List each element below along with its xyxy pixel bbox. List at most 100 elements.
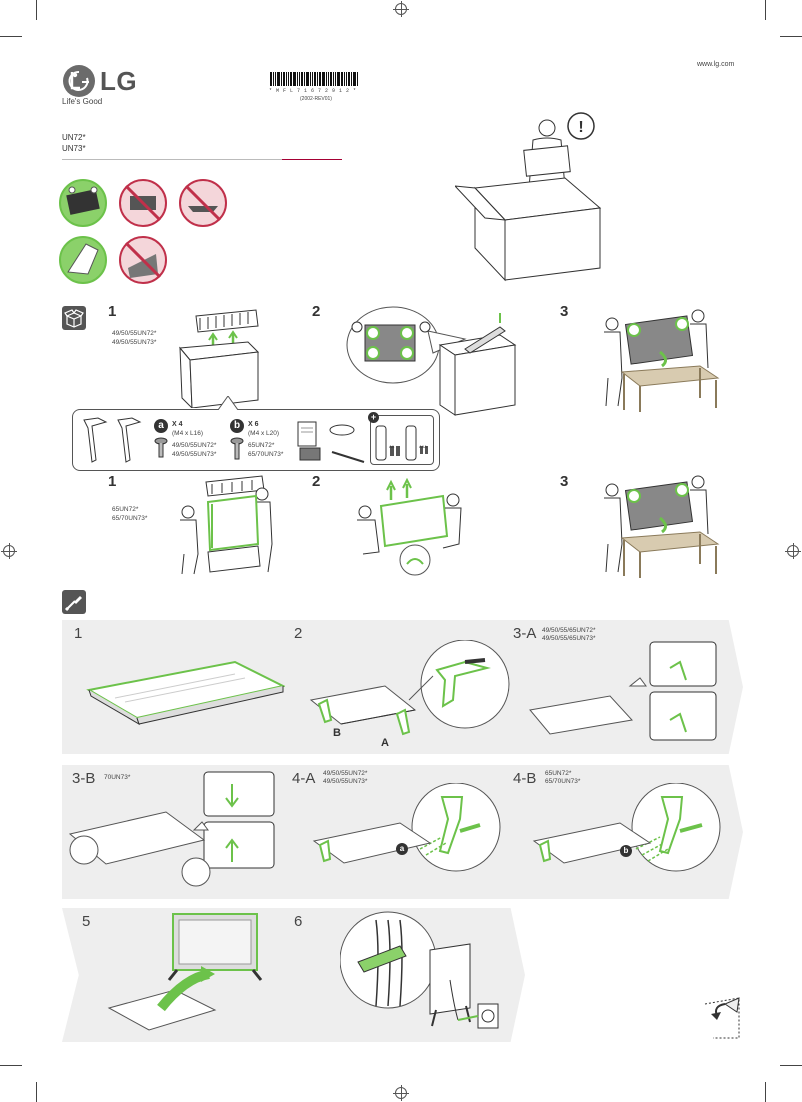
- screw-a-badge: a: [154, 419, 168, 433]
- brand-name: LG: [100, 66, 138, 96]
- barcode-bar: [293, 72, 296, 86]
- panel-number: 3-B: [72, 770, 96, 787]
- barcode-bar: [344, 72, 345, 86]
- press-screen-prohibited-icon: [119, 236, 167, 284]
- barcode-bar: [297, 72, 298, 86]
- lg-logo: LG Life's Good: [62, 64, 172, 106]
- step-models: 65/70UN73*: [112, 515, 148, 522]
- barcode-bar: [337, 72, 340, 86]
- place-on-table-illustration: [604, 475, 720, 578]
- barcode-bar: [290, 72, 292, 86]
- cable-tie-icon: [329, 424, 355, 436]
- barcode-bar: [306, 72, 309, 86]
- screw-a-icon: [154, 437, 168, 458]
- barcode-bar: [328, 72, 329, 86]
- caution-icon: [192, 821, 209, 831]
- model-label: UN72*: [62, 133, 86, 142]
- barcode-bar: [301, 72, 303, 86]
- barcode-bar: [275, 72, 276, 86]
- website-url: www.lg.com: [697, 61, 735, 68]
- remote-batteries-icon: [375, 425, 428, 461]
- panel-models: 49/50/55UN73*: [323, 778, 368, 785]
- hold-corner-correct-icon: [59, 236, 107, 284]
- panel-models: 49/50/55/65UN73*: [542, 635, 596, 642]
- lift-box-illustration: [180, 475, 273, 575]
- barcode-bar: [333, 72, 334, 86]
- screw-b-spec: (M4 x L20): [248, 430, 280, 437]
- remote-icon: [405, 425, 417, 461]
- step-number: 3: [560, 303, 569, 320]
- crop-mark: [0, 1065, 22, 1066]
- registration-mark: [785, 543, 801, 559]
- barcode: [270, 70, 360, 86]
- stand-legs-icon: [83, 417, 142, 463]
- model-label: UN73*: [62, 144, 86, 153]
- barcode-bar: [304, 72, 305, 86]
- lift-tv-illustration: [357, 478, 462, 576]
- barcode-bar: [312, 72, 313, 86]
- barcode-bar: [277, 72, 280, 86]
- screw-b-badge: b: [230, 419, 244, 433]
- divider-accent: [282, 159, 342, 160]
- panel-models: 65/70UN73*: [545, 778, 581, 785]
- lg-logo-icon: [63, 65, 95, 97]
- step-number: 2: [312, 303, 321, 320]
- registration-mark: [393, 1085, 409, 1101]
- panel-number: 6: [294, 913, 303, 930]
- screw-b-models: 65UN72*: [248, 442, 275, 449]
- registration-mark: [1, 543, 17, 559]
- barcode-bar: [281, 72, 282, 86]
- barcode-bar: [357, 72, 358, 86]
- barcode-bar: [351, 72, 352, 86]
- panel-number: 4-A: [292, 770, 316, 787]
- box-warning-illustration: !: [455, 112, 602, 282]
- panel-number: 4-B: [513, 770, 537, 787]
- accessories-icon: [297, 421, 365, 463]
- cable-management-illustration: [340, 911, 499, 1029]
- barcode-bar: [314, 72, 316, 86]
- crop-mark: [0, 36, 22, 37]
- manual-icon: [297, 421, 317, 447]
- barcode-bar: [322, 72, 325, 86]
- barcode-bar: [330, 72, 332, 86]
- barcode-bar: [335, 72, 336, 86]
- insert-stand-illustration: [68, 771, 275, 887]
- step-number: 1: [108, 303, 117, 320]
- barcode-bar: [341, 72, 343, 86]
- barcode-bar: [286, 72, 287, 86]
- insert-stand-illustration: [529, 641, 717, 741]
- screw-a-badge: a: [396, 843, 408, 855]
- svg-text:!: !: [578, 119, 583, 136]
- battery-label: AA: [389, 444, 395, 449]
- barcode-bar: [299, 72, 300, 86]
- handling-icons: [59, 179, 227, 284]
- screw-b-qty: X 6: [248, 421, 259, 428]
- leg-label-b: B: [333, 727, 341, 739]
- divider: [62, 159, 282, 160]
- barcode-bar: [283, 72, 285, 86]
- barcode-bar: [270, 72, 272, 86]
- remote-icon: [375, 425, 387, 461]
- barcode-text: * M F L 7 1 6 7 2 9 1 2 *: [269, 88, 357, 94]
- screwdriver-icon: [64, 596, 82, 612]
- assembly-section-icon: [62, 590, 86, 614]
- crop-mark: [780, 1065, 802, 1066]
- tagline: Life's Good: [62, 97, 103, 106]
- step-models: 65UN72*: [112, 506, 139, 513]
- screw-b-badge: b: [620, 845, 632, 857]
- screw-stand-illustration: [532, 783, 721, 872]
- panel-number: 1: [74, 625, 83, 642]
- panel-number: 5: [82, 913, 91, 930]
- page-turn-icon: [704, 997, 740, 1039]
- step-models: 49/50/55UN72*: [112, 330, 157, 337]
- screw-stand-illustration: [312, 783, 501, 872]
- screw-b-models: 65/70UN73*: [248, 451, 284, 458]
- panel-number: 3-A: [513, 625, 537, 642]
- barcode-bar: [317, 72, 318, 86]
- caution-icon: [628, 677, 647, 687]
- battery-label: AAA: [419, 444, 428, 449]
- crop-mark: [765, 0, 766, 20]
- carry-flat-prohibited-icon: [119, 179, 167, 227]
- barcode-bar: [310, 72, 311, 86]
- barcode-bar: [319, 72, 321, 86]
